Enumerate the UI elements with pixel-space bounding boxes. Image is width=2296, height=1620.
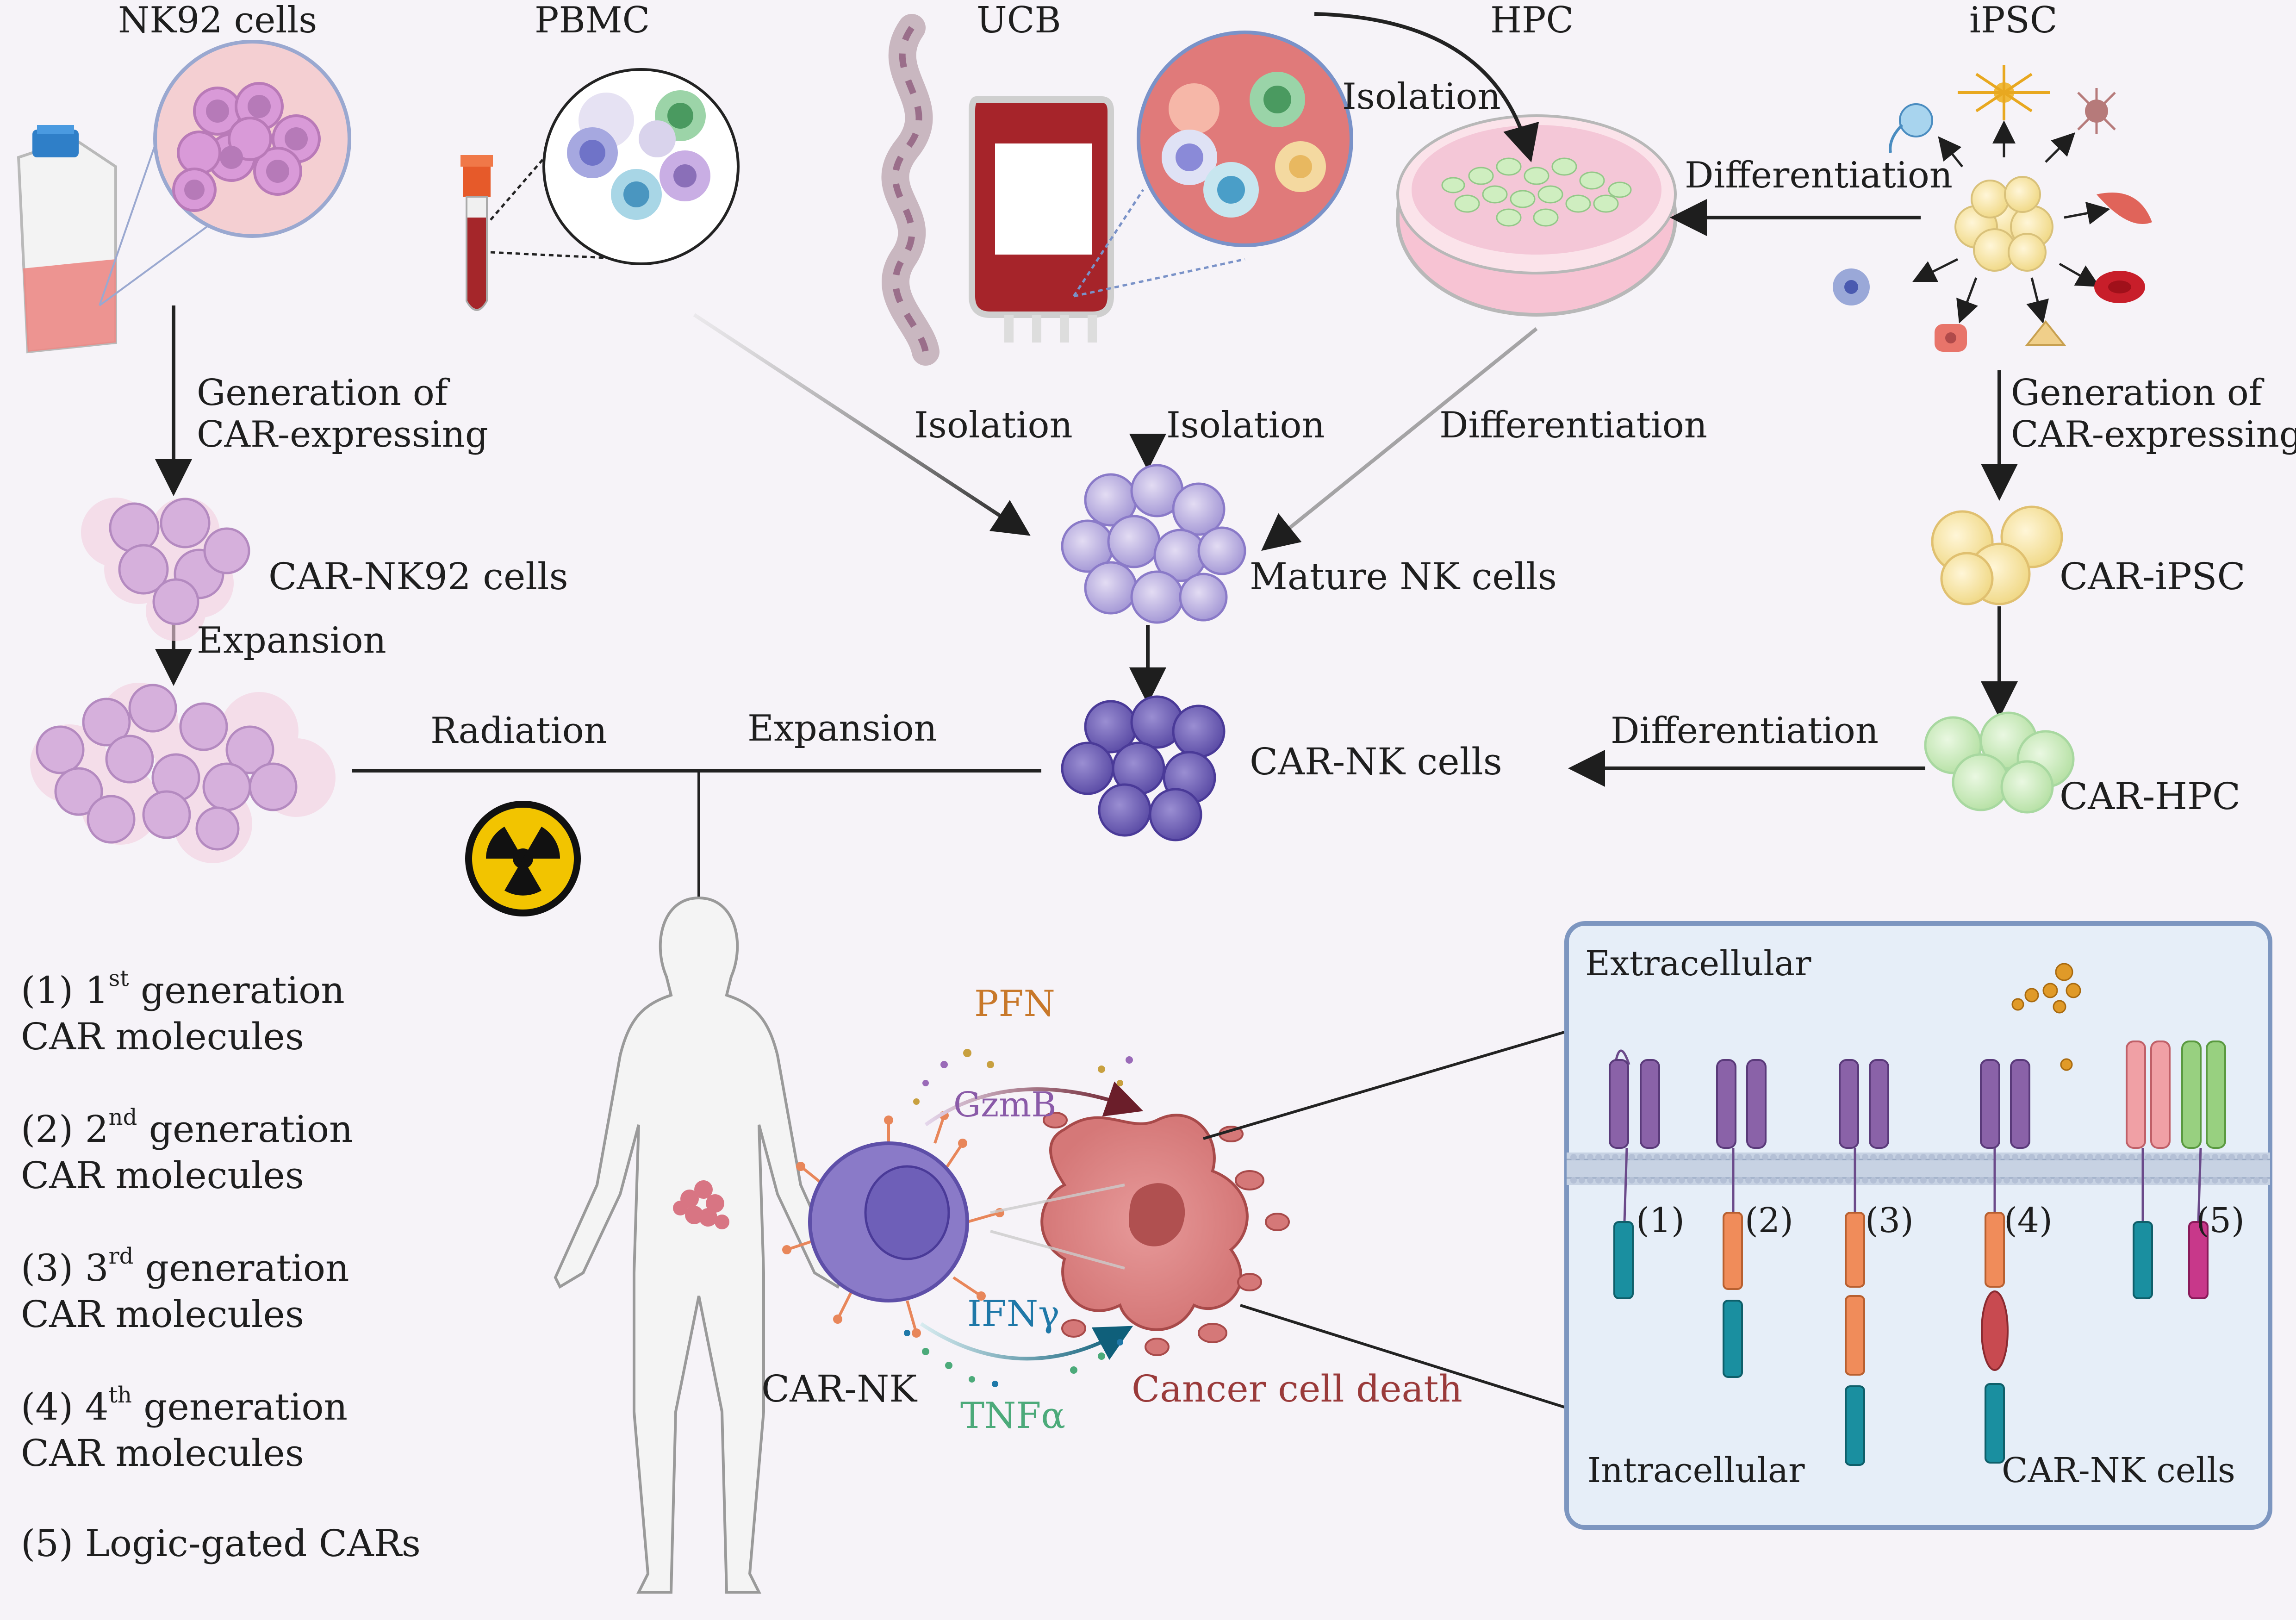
pbmc-isolation-arrow — [693, 313, 1031, 536]
neuron-cell-icon — [1958, 65, 2050, 120]
generation-5-item: (5) Logic-gated CARs — [21, 1522, 421, 1565]
car-marker-4: (4) — [2004, 1201, 2053, 1240]
radiation-label: Radiation — [430, 710, 607, 752]
car-gen1-molecule — [1609, 1049, 1660, 1299]
differentiation-right-label: Differentiation — [1611, 710, 1879, 752]
car-logic-gated-molecule — [2126, 1041, 2226, 1299]
pfn-label: PFN — [974, 983, 1055, 1025]
generation-4-item: (4) 4th generation CAR molecules — [21, 1382, 348, 1475]
source-nk92-label: NK92 cells — [118, 0, 317, 41]
epithelial-cell-icon — [1935, 324, 1967, 352]
car-ipsc-cluster-icon — [1931, 505, 2063, 605]
extracellular-label: Extracellular — [1585, 944, 1811, 984]
ipsc-diff-arrows — [1912, 120, 2110, 324]
car-nk-cells-box-label: CAR-NK cells — [2002, 1451, 2235, 1490]
differentiation-ipsc-label: Differentiation — [1685, 155, 1953, 196]
expansion-mid-label: Expansion — [747, 708, 937, 749]
isolation-ucb-label: Isolation — [1166, 405, 1325, 446]
intracellular-label: Intracellular — [1587, 1451, 1805, 1490]
car-structure-panel — [1564, 921, 2272, 1530]
mature-nk-cluster-icon — [1061, 464, 1246, 624]
car-hpc-cluster-icon — [1924, 711, 2075, 814]
ifng-tnfa-arrow — [920, 1322, 1133, 1361]
umbilical-cord-icon — [881, 14, 940, 366]
car-ipsc-label: CAR-iPSC — [2060, 555, 2246, 598]
tnfa-label: TNFα — [960, 1395, 1066, 1437]
source-ipsc-label: iPSC — [1969, 0, 2058, 41]
petri-dish-icon — [1396, 114, 1677, 317]
generation-1-item: (1) 1st generation CAR molecules — [21, 966, 345, 1058]
blood-bag-icon — [969, 96, 1114, 343]
generation-right-label: Generation of CAR-expressing — [2011, 372, 2296, 455]
immune-cell-icon — [1833, 268, 1870, 305]
car-gen4-molecule — [1980, 963, 2081, 1464]
isolation-ucb-to-hpc-arrow — [1314, 12, 1539, 162]
car-hpc-label: CAR-HPC — [2060, 775, 2241, 818]
car-nk-label: CAR-NK cells — [1250, 740, 1502, 783]
cancer-cell-icon — [1040, 1112, 1290, 1356]
human-body-icon — [554, 896, 844, 1594]
differentiation-hpc-label: Differentiation — [1439, 405, 1708, 446]
car-gen3-molecule — [1839, 1059, 1889, 1466]
car-nk-effector-label: CAR-NK — [761, 1367, 917, 1410]
source-hpc-label: HPC — [1490, 0, 1574, 41]
glial-cell-icon — [2077, 88, 2116, 134]
ucb-zoom-circle-icon — [1137, 31, 1353, 247]
radiation-symbol-icon — [465, 801, 581, 916]
car-nk-effector-cell-icon — [782, 1111, 1004, 1338]
cytokine-dots — [904, 1049, 1133, 1387]
car-marker-1: (1) — [1636, 1201, 1685, 1240]
zoom-line-top — [1203, 1031, 1565, 1140]
gzmb-label: GzmB — [953, 1085, 1057, 1125]
car-marker-3: (3) — [1865, 1201, 1914, 1240]
generation-3-item: (3) 3rd generation CAR molecules — [21, 1243, 349, 1336]
ifng-label: IFNγ — [967, 1293, 1060, 1335]
muscle-cell-icon — [2097, 193, 2152, 224]
red-blood-cell-icon — [2094, 271, 2145, 303]
pfn-gzmb-arrow — [924, 1081, 1144, 1127]
expansion-left-label: Expansion — [197, 620, 386, 661]
mature-nk-label: Mature NK cells — [1250, 555, 1557, 598]
isolation-pbmc-label: Isolation — [914, 405, 1073, 446]
car-nk-cluster-icon — [1061, 695, 1226, 841]
source-ucb-label: UCB — [977, 0, 1061, 41]
car-gen2-molecule — [1716, 1059, 1767, 1378]
car-marker-2: (2) — [1745, 1201, 1793, 1240]
sperm-cell-icon — [1889, 103, 1933, 153]
nk92-flask-icon — [17, 125, 117, 354]
hpc-differentiation-arrow — [1261, 327, 1538, 551]
car-nk92-label: CAR-NK92 cells — [268, 555, 568, 598]
ipsc-cluster-icon — [1954, 176, 2053, 272]
pbmc-zoom-circle-icon — [542, 68, 740, 265]
zoom-line-bottom — [1240, 1304, 1565, 1408]
generation-left-label: Generation of CAR-expressing — [197, 372, 488, 455]
source-pbmc-label: PBMC — [535, 0, 650, 41]
generation-2-item: (2) 2nd generation CAR molecules — [21, 1104, 353, 1197]
car-marker-5: (5) — [2196, 1201, 2245, 1240]
hepatocyte-icon — [2025, 320, 2066, 346]
car-nk92-expanded-cluster-icon — [30, 683, 336, 863]
cancer-cell-death-label: Cancer cell death — [1132, 1367, 1462, 1410]
car-nk92-cluster-icon — [81, 498, 250, 641]
blood-tube-icon — [460, 155, 493, 311]
isolation-hpc-label: Isolation — [1342, 76, 1501, 118]
nk92-zoom-circle-icon — [153, 40, 351, 238]
